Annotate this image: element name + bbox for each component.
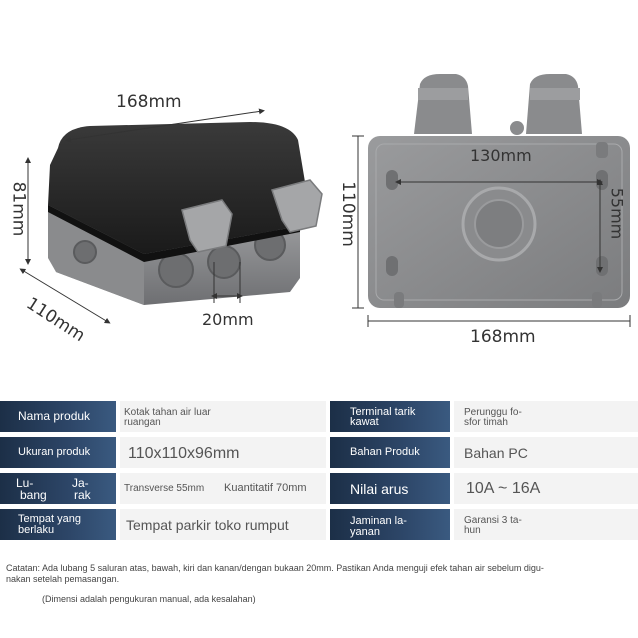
spec-row-1: Nama produk Kotak tahan air luar ruangan… <box>0 401 638 432</box>
product-image-area: 168mm 81mm 110mm 20mm 130mm 55mm 110mm 1… <box>8 74 631 347</box>
note-catatan-line-1: Catatan: Ada lubang 5 saluran atas, bawa… <box>6 563 544 573</box>
label-jaminan: Jaminan la- yanan <box>330 509 450 540</box>
value-tempat: Tempat parkir toko rumput <box>120 509 326 540</box>
label-ukuran: Ukuran produk <box>0 437 116 468</box>
value-lubang-jarak: Transverse 55mm Kuantitatif 70mm <box>120 473 326 504</box>
note-catatan-line-2: nakan setelah pemasangan. <box>6 574 120 584</box>
label-terminal: Terminal tarik kawat <box>330 401 450 432</box>
dim-side-spacing: 55mm <box>607 187 627 240</box>
spec-row-2: Ukuran produk 110x110x96mm Bahan Produk … <box>0 437 638 468</box>
dim-front-width: 168mm <box>470 327 536 347</box>
value-jaminan: Garansi 3 ta- hun <box>454 509 638 540</box>
value-bahan: Bahan PC <box>454 437 638 468</box>
note-dimensi: (Dimensi adalah pengukuran manual, ada k… <box>42 594 256 604</box>
label-lubang-jarak: Lu- Ja- bang rak <box>0 473 116 504</box>
box-perspective <box>48 122 323 305</box>
product-illustration <box>19 74 631 327</box>
dim-front-height: 110mm <box>337 181 358 247</box>
value-nilai-arus: 10A ~ 16A <box>454 473 638 504</box>
value-ukuran: 110x110x96mm <box>120 437 326 468</box>
spec-row-4: Tempat yang berlaku Tempat parkir toko r… <box>0 509 638 540</box>
dim-hole-spacing: 130mm <box>470 146 532 165</box>
label-bahan: Bahan Produk <box>330 437 450 468</box>
box-front-view <box>368 74 630 308</box>
value-terminal: Perunggu fo- sfor timah <box>454 401 638 432</box>
value-nama-produk: Kotak tahan air luar ruangan <box>120 401 326 432</box>
dim-hole: 20mm <box>202 310 254 329</box>
spec-row-3: Lu- Ja- bang rak Transverse 55mm Kuantit… <box>0 473 638 504</box>
dim-height-left: 81mm <box>8 181 29 237</box>
label-tempat: Tempat yang berlaku <box>0 509 116 540</box>
label-nama-produk: Nama produk <box>0 401 116 432</box>
label-nilai-arus: Nilai arus <box>330 473 450 504</box>
dim-width-top: 168mm <box>116 92 182 112</box>
